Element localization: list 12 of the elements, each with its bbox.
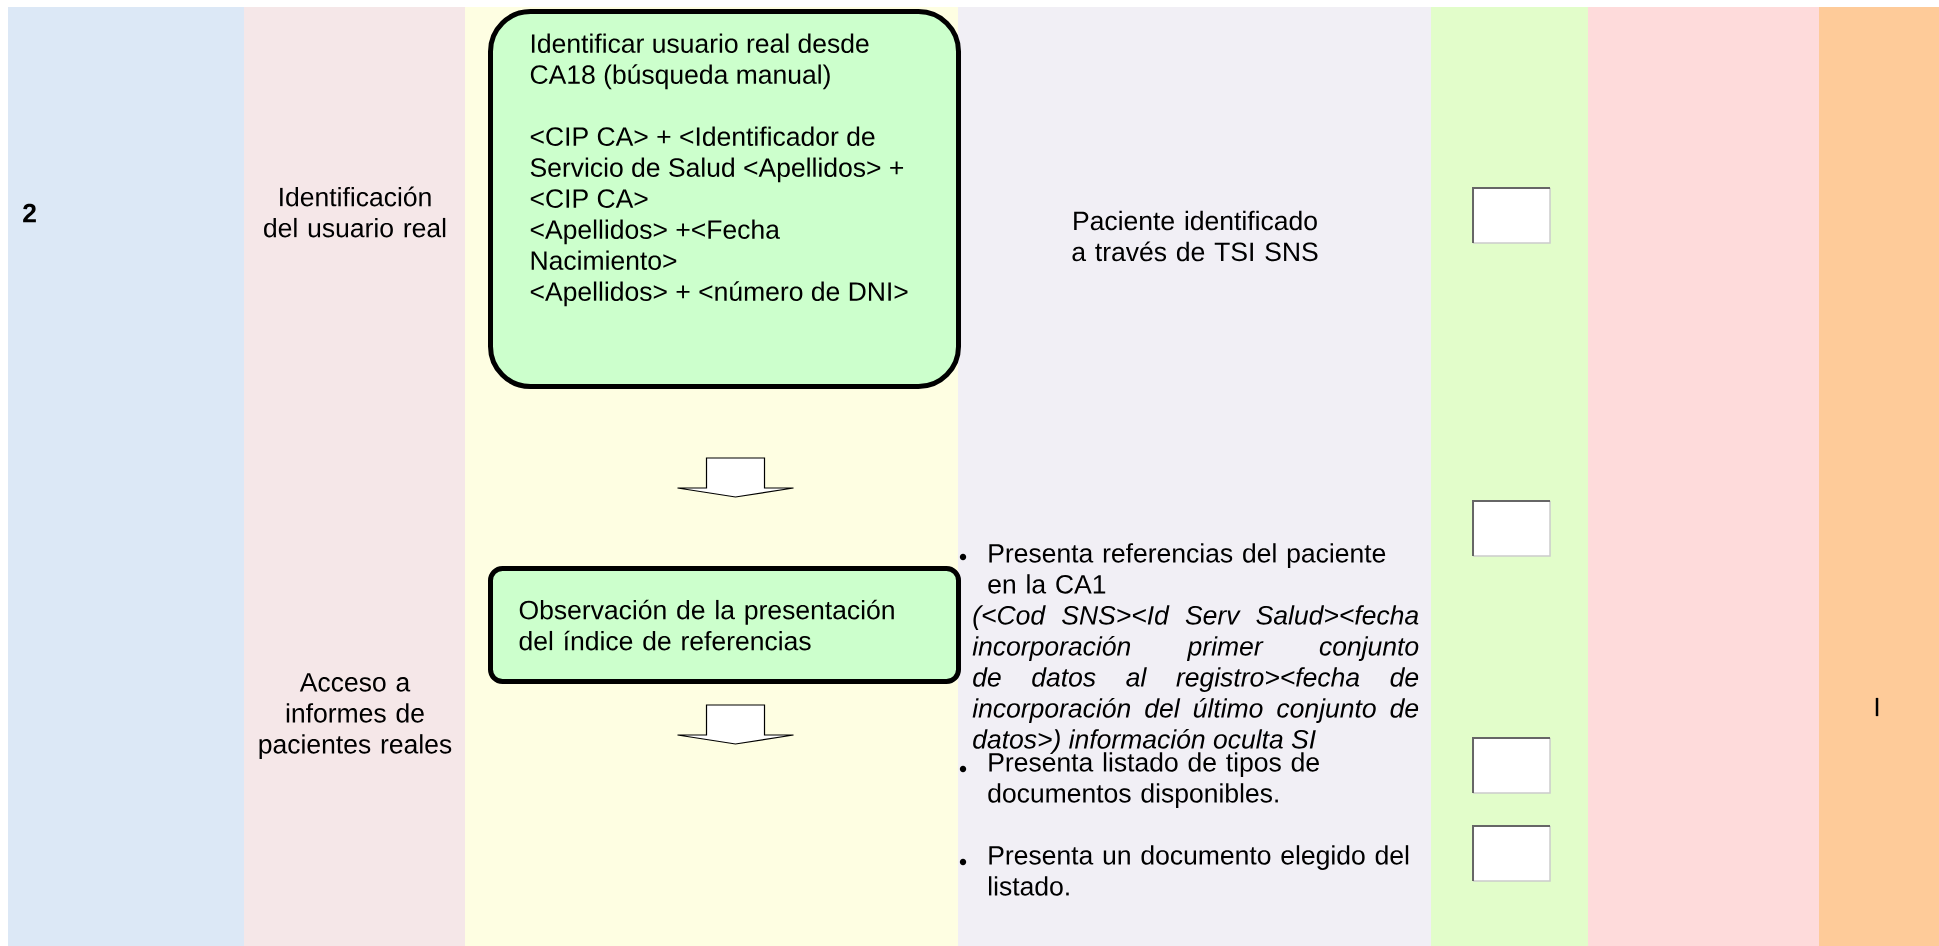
cell-text: Presenta listado de tipos de documentos disponibles. <box>988 752 1319 808</box>
cell-text: 2 <box>23 203 36 223</box>
block-arrow <box>676 457 795 498</box>
process-box: Identificar usuario real desde CA18 (búsqueda manual) <CIP CA> + <Identificador de Servicio de Salud <Apellidos> + <CIP CA> <Apellidos> +<Fecha Nacimiento> <Apellidos> + <número de DNI> <box>488 9 961 389</box>
cell-text: Acceso a informes de pacientes reales <box>259 673 452 759</box>
cell-text: Presenta referencias del paciente en la CA1 <box>988 543 1386 594</box>
cell-text: I <box>1875 697 1879 717</box>
process-box: Observación de la presentación del índice de referencias <box>488 566 961 684</box>
cell-text: Presenta un documento elegido del listado. <box>989 845 1409 896</box>
cell-text: Paciente identificado a través de TSI SNS <box>1072 210 1318 262</box>
block-arrow <box>676 704 795 745</box>
cell-text: Identificación del usuario real <box>264 186 446 238</box>
